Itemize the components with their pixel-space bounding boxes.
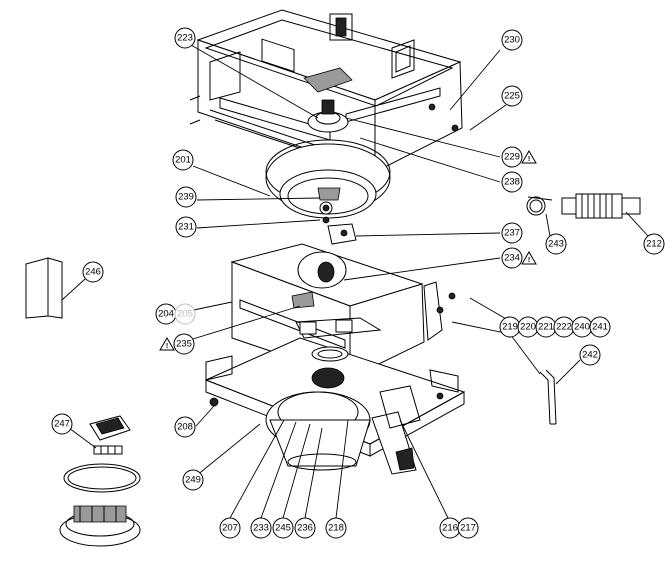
svg-text:!: ! — [528, 257, 530, 264]
part-label-222: 222 — [553, 316, 575, 338]
part-label-245: 245 — [272, 517, 294, 539]
part-label-216: 216 — [439, 517, 461, 539]
part-label-204: 204 — [155, 303, 177, 325]
part-label-225: 225 — [501, 85, 523, 107]
part-label-233: 233 — [250, 517, 272, 539]
svg-text:208: 208 — [177, 422, 193, 433]
part-label-217: 217 — [457, 517, 479, 539]
bracket-part — [327, 223, 357, 245]
part-label-237: 237 — [501, 222, 523, 244]
part-label-208: 208 — [174, 416, 196, 438]
svg-text:220: 220 — [520, 322, 536, 333]
svg-text:204: 204 — [158, 309, 174, 320]
svg-text:236: 236 — [297, 523, 313, 534]
svg-text:217: 217 — [460, 523, 476, 534]
part-label-246: 246 — [82, 261, 104, 283]
part-label-247: 247 — [51, 413, 73, 435]
svg-text:222: 222 — [556, 322, 572, 333]
filter-ring-parts — [59, 415, 141, 547]
casing-unit — [189, 9, 463, 173]
part-label-212: 212 — [643, 233, 665, 255]
part-label-249: 249 — [182, 469, 204, 491]
part-label-235: 235 — [173, 333, 195, 355]
svg-text:245: 245 — [275, 523, 291, 534]
part-label-218: 218 — [325, 517, 347, 539]
warning-icon: ! — [521, 251, 537, 265]
part-label-242: 242 — [579, 344, 601, 366]
svg-text:223: 223 — [177, 33, 193, 44]
svg-text:235: 235 — [176, 339, 192, 350]
part-label-236: 236 — [294, 517, 316, 539]
part-label-230: 230 — [501, 29, 523, 51]
svg-text:240: 240 — [574, 322, 590, 333]
svg-text:221: 221 — [538, 322, 554, 333]
svg-text:231: 231 — [178, 222, 194, 233]
part-label-239: 239 — [175, 186, 197, 208]
sensor-part — [539, 369, 557, 425]
svg-text:219: 219 — [502, 322, 518, 333]
svg-text:230: 230 — [504, 35, 520, 46]
part-label-207: 207 — [219, 517, 241, 539]
svg-text:212: 212 — [646, 239, 662, 250]
svg-text:249: 249 — [185, 475, 201, 486]
part-label-219: 219 — [499, 316, 521, 338]
drain-pan-ring — [265, 139, 391, 224]
svg-text:242: 242 — [582, 350, 598, 361]
part-label-243: 243 — [545, 233, 567, 255]
drain-hose — [526, 193, 641, 219]
warning-icon: ! — [159, 337, 175, 351]
part-label-238: 238 — [501, 171, 523, 193]
svg-text:225: 225 — [504, 91, 520, 102]
part-label-201: 201 — [172, 149, 194, 171]
svg-text:239: 239 — [178, 192, 194, 203]
svg-text:!: ! — [528, 156, 530, 163]
part-label-234: 234 — [501, 247, 523, 269]
svg-text:!: ! — [166, 343, 168, 350]
svg-text:229: 229 — [504, 152, 520, 163]
part-label-223: 223 — [174, 27, 196, 49]
svg-text:238: 238 — [504, 177, 520, 188]
part-label-241: 241 — [589, 316, 611, 338]
svg-text:205: 205 — [177, 309, 193, 320]
warning-icon: ! — [521, 150, 537, 164]
part-label-229: 229 — [501, 146, 523, 168]
leader-lines — [61, 44, 649, 519]
part-label-205: 205 — [174, 303, 196, 325]
svg-text:237: 237 — [504, 228, 520, 239]
part-label-220: 220 — [517, 316, 539, 338]
svg-text:216: 216 — [442, 523, 458, 534]
decoration-panel — [204, 337, 466, 475]
part-label-231: 231 — [175, 216, 197, 238]
manual-booklet — [25, 257, 63, 319]
svg-text:234: 234 — [504, 253, 520, 264]
svg-text:201: 201 — [175, 155, 191, 166]
svg-text:241: 241 — [592, 322, 608, 333]
part-label-221: 221 — [535, 316, 557, 338]
svg-text:218: 218 — [328, 523, 344, 534]
svg-text:247: 247 — [54, 419, 70, 430]
svg-text:243: 243 — [548, 239, 564, 250]
part-label-240: 240 — [571, 316, 593, 338]
svg-text:233: 233 — [253, 523, 269, 534]
svg-text:207: 207 — [222, 523, 238, 534]
svg-text:246: 246 — [85, 267, 101, 278]
